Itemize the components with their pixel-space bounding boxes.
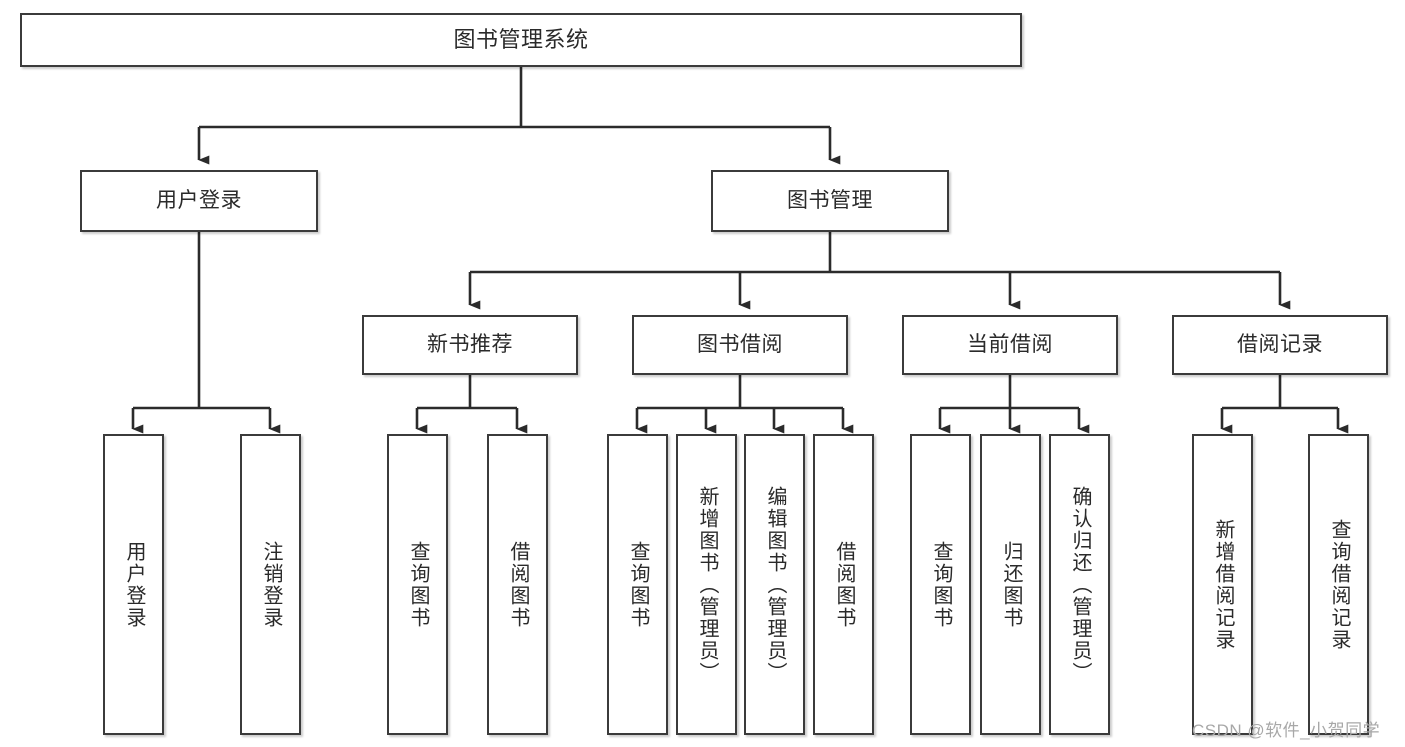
node-borrow-record-label: 借阅记录: [1237, 332, 1323, 356]
leaf-user-login[interactable]: 用户登录: [103, 434, 164, 735]
node-book-management-label: 图书管理: [787, 188, 873, 212]
csdn-watermark: CSDN @软件_小贺同学: [1192, 721, 1381, 740]
leaf-query-book-recommend-label: 查询图书: [407, 540, 429, 629]
leaf-confirm-return-label: 确认归还（管理员）: [1069, 485, 1091, 684]
node-book-borrow[interactable]: 图书借阅: [632, 315, 848, 375]
leaf-borrow-book-recommend-label: 借阅图书: [507, 540, 529, 629]
node-book-management[interactable]: 图书管理: [711, 170, 949, 232]
leaf-query-borrow-record[interactable]: 查询借阅记录: [1308, 434, 1369, 735]
node-current-borrow[interactable]: 当前借阅: [902, 315, 1118, 375]
node-borrow-record[interactable]: 借阅记录: [1172, 315, 1388, 375]
leaf-query-book-recommend[interactable]: 查询图书: [387, 434, 448, 735]
leaf-add-book-label: 新增图书（管理员）: [696, 485, 718, 684]
leaf-query-book-current-label: 查询图书: [930, 540, 952, 629]
leaf-add-borrow-record-label: 新增借阅记录: [1212, 518, 1234, 651]
leaf-borrow-book[interactable]: 借阅图书: [813, 434, 874, 735]
leaf-return-book-label: 归还图书: [1000, 540, 1022, 629]
leaf-logout-login[interactable]: 注销登录: [240, 434, 301, 735]
node-user-login[interactable]: 用户登录: [80, 170, 318, 232]
leaf-query-borrow-record-label: 查询借阅记录: [1328, 518, 1350, 651]
node-book-borrow-label: 图书借阅: [697, 332, 783, 356]
leaf-add-book[interactable]: 新增图书（管理员）: [676, 434, 737, 735]
node-new-book-recommend-label: 新书推荐: [427, 332, 513, 356]
leaf-borrow-book-label: 借阅图书: [833, 540, 855, 629]
node-root-system-label: 图书管理系统: [453, 27, 589, 53]
node-new-book-recommend[interactable]: 新书推荐: [362, 315, 578, 375]
leaf-borrow-book-recommend[interactable]: 借阅图书: [487, 434, 548, 735]
leaf-query-book-borrow[interactable]: 查询图书: [607, 434, 668, 735]
node-user-login-label: 用户登录: [156, 188, 242, 212]
leaf-edit-book[interactable]: 编辑图书（管理员）: [744, 434, 805, 735]
leaf-query-book-borrow-label: 查询图书: [627, 540, 649, 629]
leaf-add-borrow-record[interactable]: 新增借阅记录: [1192, 434, 1253, 735]
leaf-confirm-return[interactable]: 确认归还（管理员）: [1049, 434, 1110, 735]
leaf-logout-login-label: 注销登录: [260, 540, 282, 629]
leaf-user-login-label: 用户登录: [123, 540, 145, 629]
leaf-edit-book-label: 编辑图书（管理员）: [764, 485, 786, 684]
leaf-return-book[interactable]: 归还图书: [980, 434, 1041, 735]
node-current-borrow-label: 当前借阅: [967, 332, 1053, 356]
node-root-system[interactable]: 图书管理系统: [20, 13, 1022, 67]
leaf-query-book-current[interactable]: 查询图书: [910, 434, 971, 735]
